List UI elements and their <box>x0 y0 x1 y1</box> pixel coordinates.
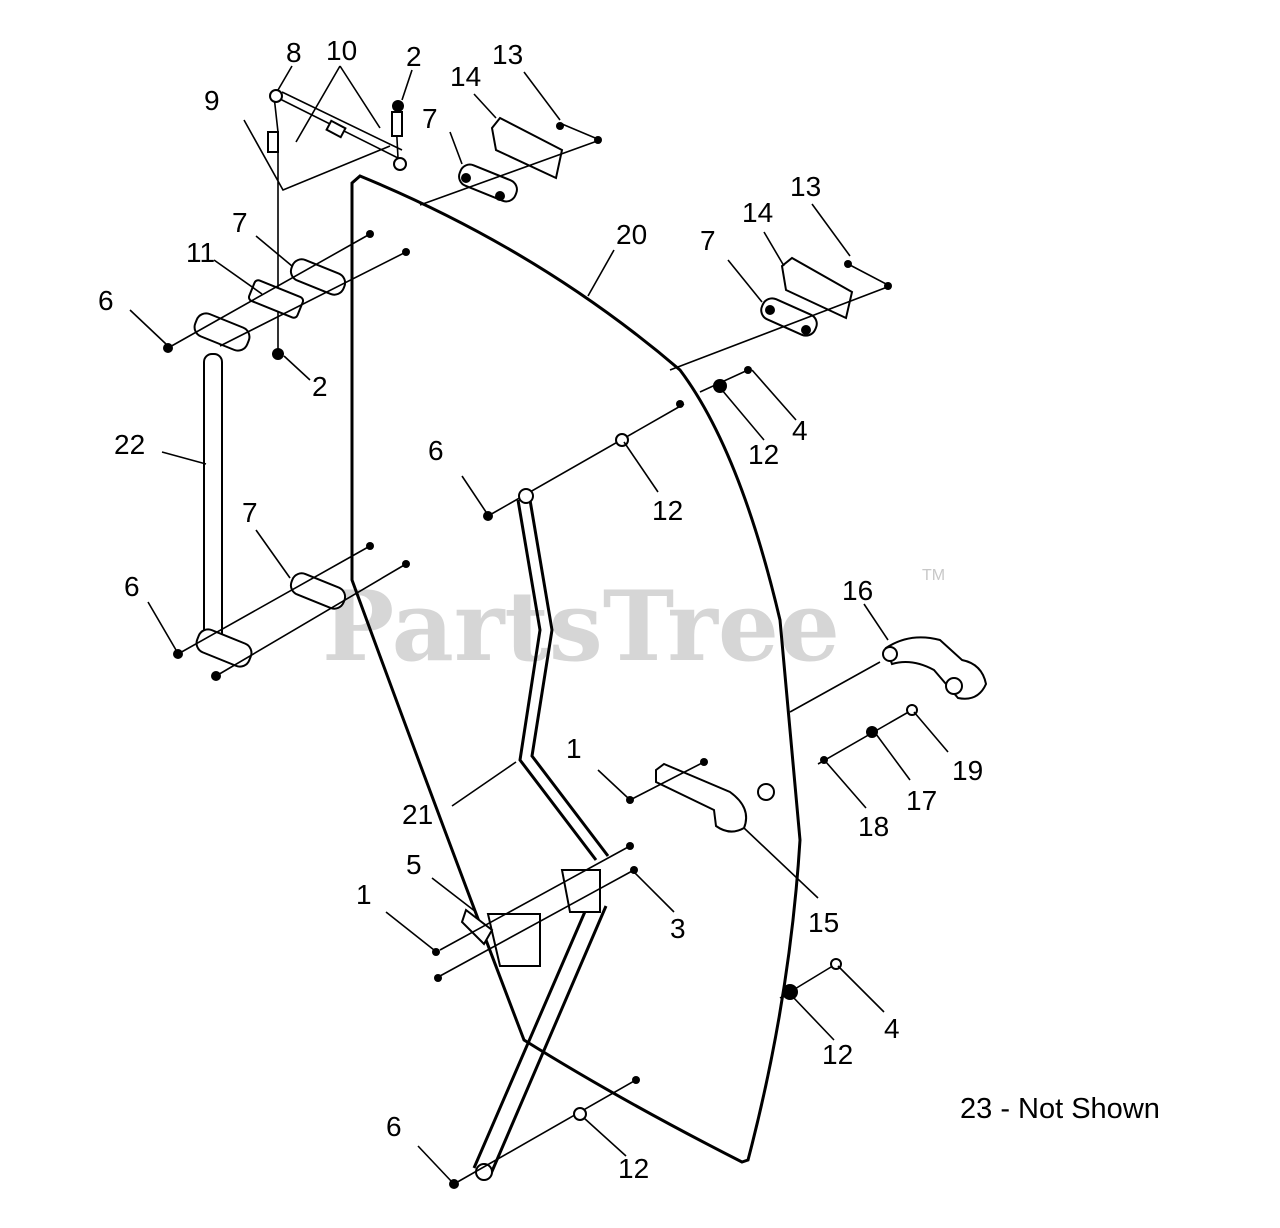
callout-5: 5 <box>406 849 422 880</box>
callout-12: 12 <box>652 495 683 526</box>
callout-9: 9 <box>204 85 220 116</box>
callout-4: 4 <box>792 415 808 446</box>
handle-16 <box>884 636 988 700</box>
rod-22 <box>203 353 223 645</box>
callout-1: 1 <box>566 733 582 764</box>
callout-21: 21 <box>402 799 433 830</box>
callout-2: 2 <box>312 371 328 402</box>
callout-1: 1 <box>356 879 372 910</box>
callout-6: 6 <box>124 571 140 602</box>
callout-7: 7 <box>242 497 258 528</box>
leader-lines <box>129 65 949 1183</box>
callout-4: 4 <box>884 1013 900 1044</box>
callout-12: 12 <box>618 1153 649 1184</box>
callout-7: 7 <box>700 225 716 256</box>
callout-13: 13 <box>790 171 821 202</box>
callout-15: 15 <box>808 907 839 938</box>
callout-10: 10 <box>326 35 357 66</box>
callout-14: 14 <box>450 61 481 92</box>
callout-labels: 8 10 2 13 14 9 7 13 20 14 7 7 11 6 2 4 2… <box>98 35 983 1184</box>
callout-7: 7 <box>422 103 438 134</box>
callout-20: 20 <box>616 219 647 250</box>
strut-21 <box>516 499 610 861</box>
callout-8: 8 <box>286 37 302 68</box>
watermark-trademark: TM <box>922 567 945 584</box>
watermark: PartsTree <box>322 570 840 683</box>
callout-14: 14 <box>742 197 773 228</box>
latch-plate <box>655 762 748 833</box>
callout-12: 12 <box>822 1039 853 1070</box>
callout-6: 6 <box>428 435 444 466</box>
callout-7: 7 <box>232 207 248 238</box>
callout-18: 18 <box>858 811 889 842</box>
callout-16: 16 <box>842 575 873 606</box>
callout-17: 17 <box>906 785 937 816</box>
callout-6: 6 <box>386 1111 402 1142</box>
callout-3: 3 <box>670 913 686 944</box>
shield-panel <box>350 174 802 1164</box>
not-shown-note: 23 - Not Shown <box>960 1093 1160 1125</box>
callout-12: 12 <box>748 439 779 470</box>
callout-13: 13 <box>492 39 523 70</box>
callout-6: 6 <box>98 285 114 316</box>
callout-22: 22 <box>114 429 145 460</box>
callout-19: 19 <box>952 755 983 786</box>
callout-11: 11 <box>186 237 215 268</box>
callout-2: 2 <box>406 41 422 72</box>
